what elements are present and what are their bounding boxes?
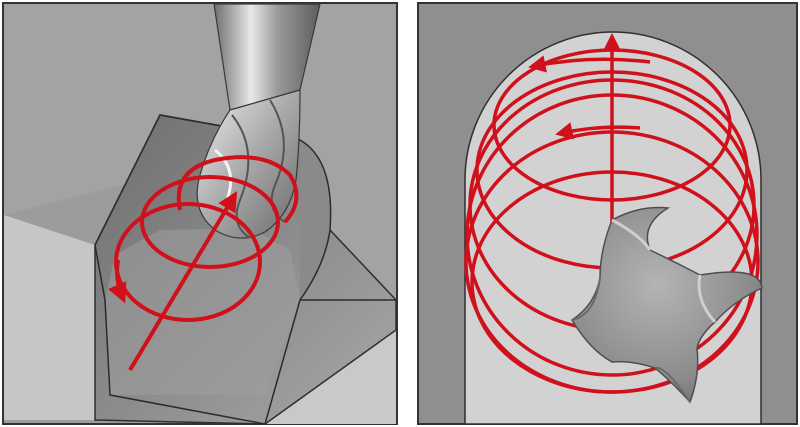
left-panel [3, 3, 397, 425]
right-panel [418, 3, 797, 424]
left-top-surface [4, 215, 95, 420]
left-pocket-floor [105, 228, 300, 395]
